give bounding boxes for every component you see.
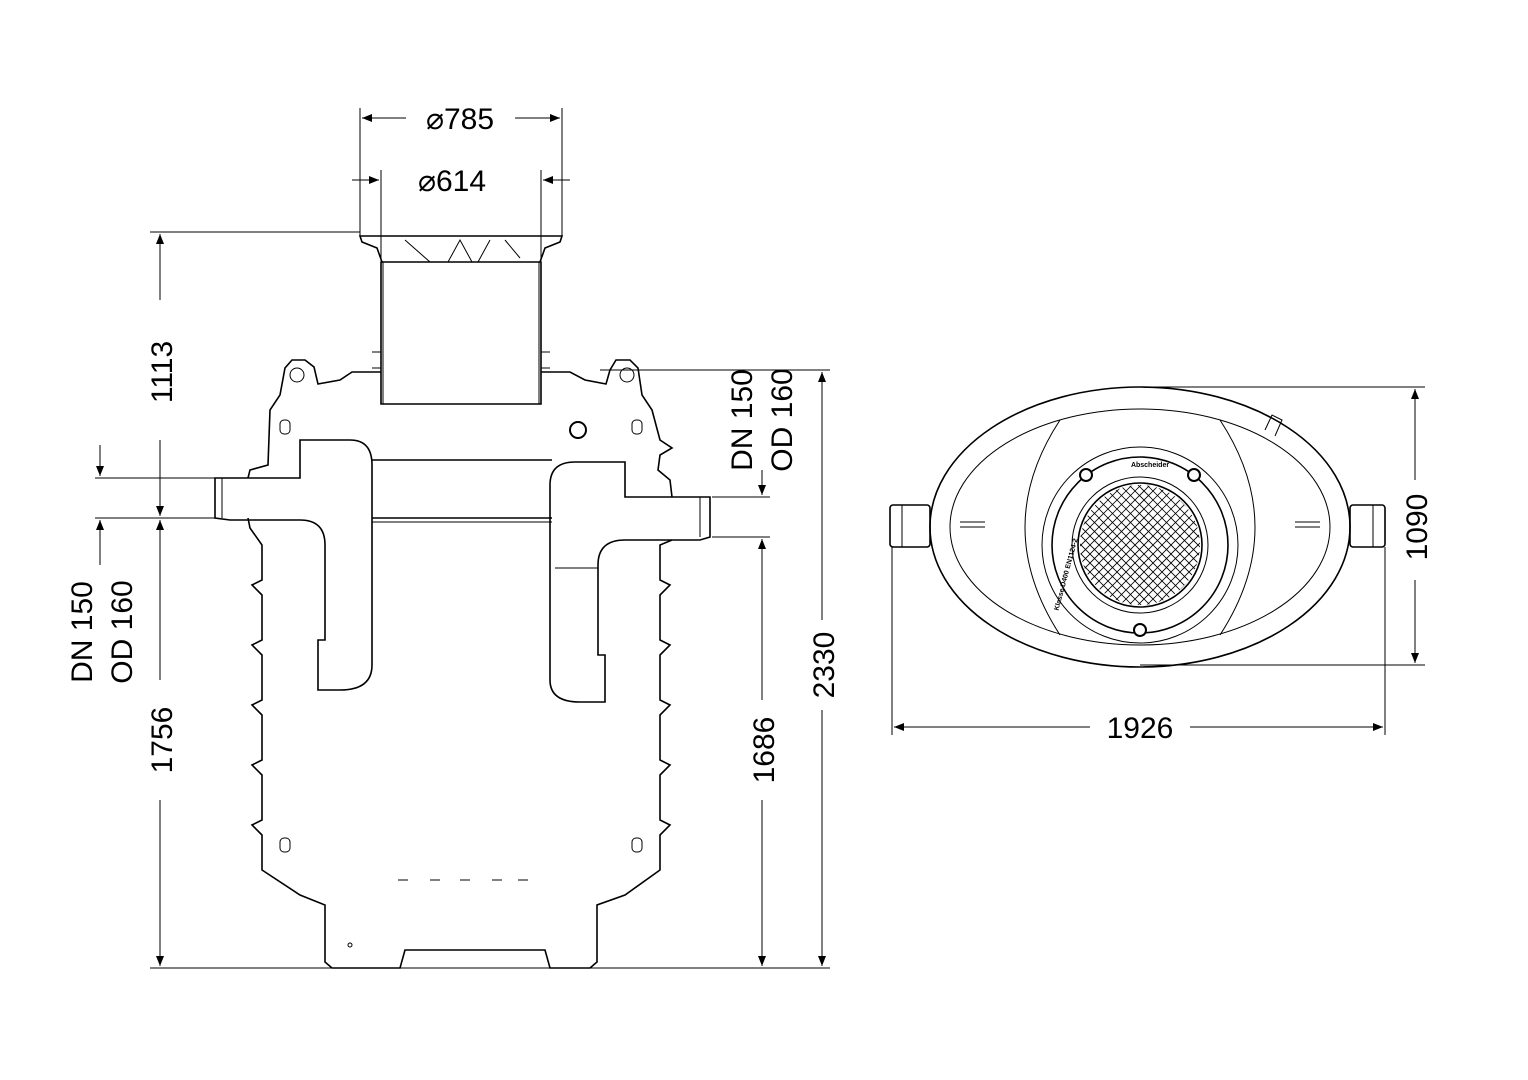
grate-bar — [1127, 485, 1200, 605]
dimension-outer-diameter: ⌀785 — [426, 103, 494, 136]
grate-bar — [1199, 485, 1200, 605]
grate-bar — [1080, 485, 1161, 605]
inlet-pipe — [214, 439, 373, 691]
grate-bar — [1172, 485, 1200, 605]
grate-bar — [1080, 485, 1188, 605]
grate-bar — [1199, 485, 1200, 605]
dimension-1756: 1756 — [146, 707, 179, 774]
grate-bar — [930, 475, 1070, 615]
dimension-1926: 1926 — [1107, 712, 1174, 745]
level-sensor-icon — [569, 421, 587, 439]
grate-bar — [1080, 485, 1107, 605]
grate-bar — [1080, 485, 1179, 605]
inlet-od-label: OD 160 — [106, 580, 139, 683]
grate-bar — [1136, 485, 1200, 605]
grate-bar — [1145, 485, 1200, 605]
outlet-pipe — [549, 461, 711, 703]
grate-bar — [1163, 485, 1200, 605]
outlet-od-label: OD 160 — [766, 368, 799, 471]
cover-label: Abscheider — [1131, 462, 1169, 469]
grate-bar — [1080, 485, 1170, 605]
grate-bar — [1190, 485, 1200, 605]
grate-bar — [1080, 485, 1152, 605]
grate-bar — [1136, 485, 1200, 605]
outlet-dn-label: DN 150 — [726, 369, 759, 471]
grate-bar — [1172, 485, 1200, 605]
grate-bar — [1109, 485, 1200, 605]
grate-bar — [1163, 485, 1200, 605]
dimension-1090: 1090 — [1401, 494, 1434, 561]
manhole-cover-top: Abscheider Klasse D400 EN1124-2 — [930, 446, 1239, 644]
grate-bar — [1080, 485, 1143, 605]
grate-bar — [1190, 485, 1200, 605]
grate-bar — [1080, 485, 1200, 605]
dimension-1113: 1113 — [146, 341, 179, 403]
grate-bar — [930, 475, 1070, 615]
side-view: ⌀785 ⌀614 1113 1756 DN 150 OD 160 DN 150… — [66, 103, 841, 969]
grate-bar — [1080, 485, 1116, 605]
grate-bar — [1080, 485, 1107, 605]
grate-bar — [1080, 485, 1200, 605]
grate-bar — [1080, 485, 1143, 605]
grate-bar — [1091, 485, 1200, 605]
grate-bar — [1118, 485, 1200, 605]
grate-bar — [1080, 485, 1197, 605]
tank-body — [247, 359, 674, 969]
manhole-shaft — [358, 235, 564, 405]
grate-bar — [1080, 485, 1116, 605]
inlet-dn-label: DN 150 — [66, 581, 99, 683]
dimension-1686: 1686 — [748, 717, 781, 784]
top-view: Abscheider Klasse D400 EN1124-2 1090 192… — [889, 386, 1434, 745]
grate-bar — [1100, 485, 1200, 605]
grate-bar — [1145, 485, 1200, 605]
dimension-2330: 2330 — [808, 632, 841, 699]
grate-bar — [1080, 485, 1134, 605]
dimension-inner-diameter: ⌀614 — [418, 165, 486, 198]
grate-bar — [1080, 485, 1134, 605]
